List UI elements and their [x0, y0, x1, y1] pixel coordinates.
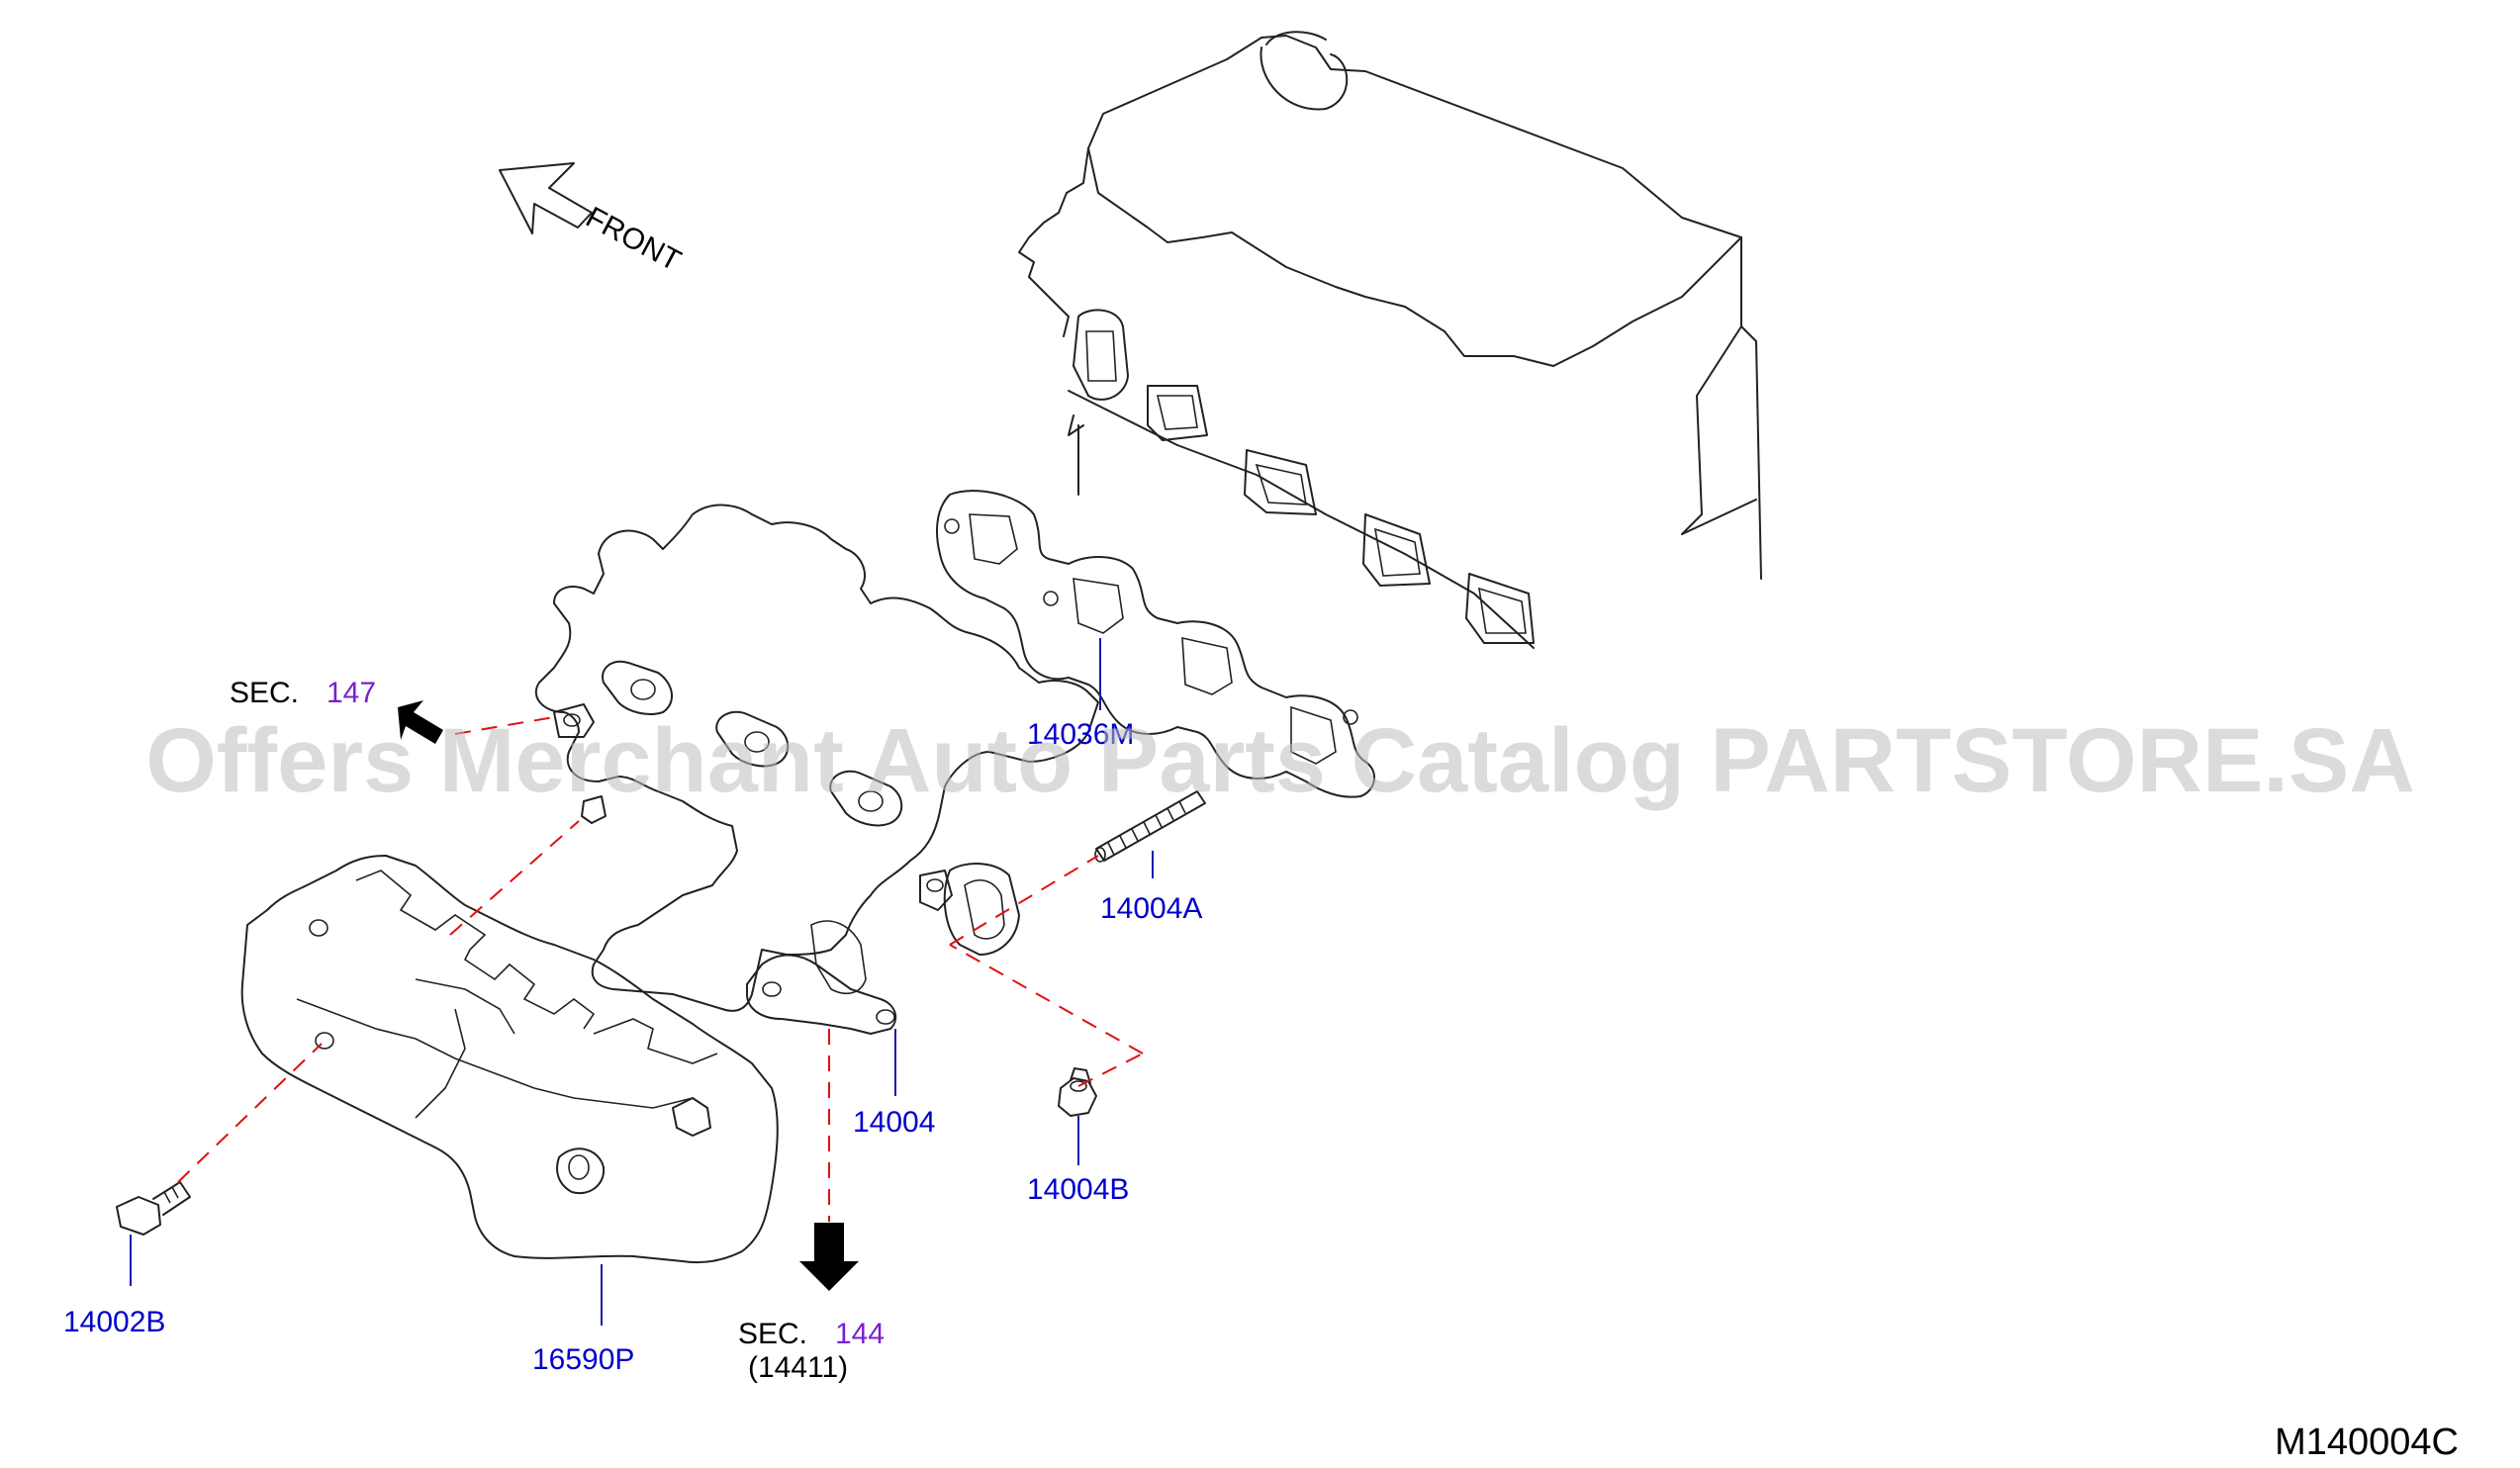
front-arrow-icon [499, 162, 593, 234]
sec-144-arrow-icon [799, 1223, 859, 1291]
part-label-14004b[interactable]: 14004B [1027, 1173, 1129, 1206]
engine-block-illustration [1018, 31, 1762, 649]
part-label-16590p[interactable]: 16590P [532, 1343, 634, 1376]
front-label: FRONT [581, 201, 687, 278]
part-label-14036m[interactable]: 14036M [1027, 718, 1134, 751]
exhaust-manifold-illustration [534, 504, 1099, 1035]
diagram-code: M140004C [2275, 1422, 2459, 1463]
sec-144-subref: (14411) [748, 1351, 848, 1384]
part-label-14002b[interactable]: 14002B [63, 1306, 165, 1338]
sec-147-link[interactable]: 147 [327, 677, 376, 709]
sec-147-arrow-icon [398, 700, 443, 744]
assembly-dashed-lines [177, 716, 1144, 1222]
front-direction-indicator: FRONT [499, 162, 687, 278]
watermark: Offers Merchant Auto Parts Catalog PARTS… [145, 710, 2415, 811]
heat-insulator-illustration [240, 855, 779, 1264]
part-label-14004a[interactable]: 14004A [1100, 892, 1202, 925]
bolt-illustration [116, 1181, 191, 1236]
exhaust-manifold-gasket-illustration [936, 490, 1375, 798]
part-leader-lines [130, 638, 1154, 1326]
nut-illustration [1058, 1067, 1097, 1117]
sec-144-link[interactable]: 144 [835, 1318, 885, 1350]
sec-144-prefix: SEC. [738, 1318, 807, 1350]
stud-illustration [1094, 790, 1206, 863]
part-label-14004[interactable]: 14004 [853, 1106, 935, 1139]
sec-147-prefix: SEC. [230, 677, 299, 709]
